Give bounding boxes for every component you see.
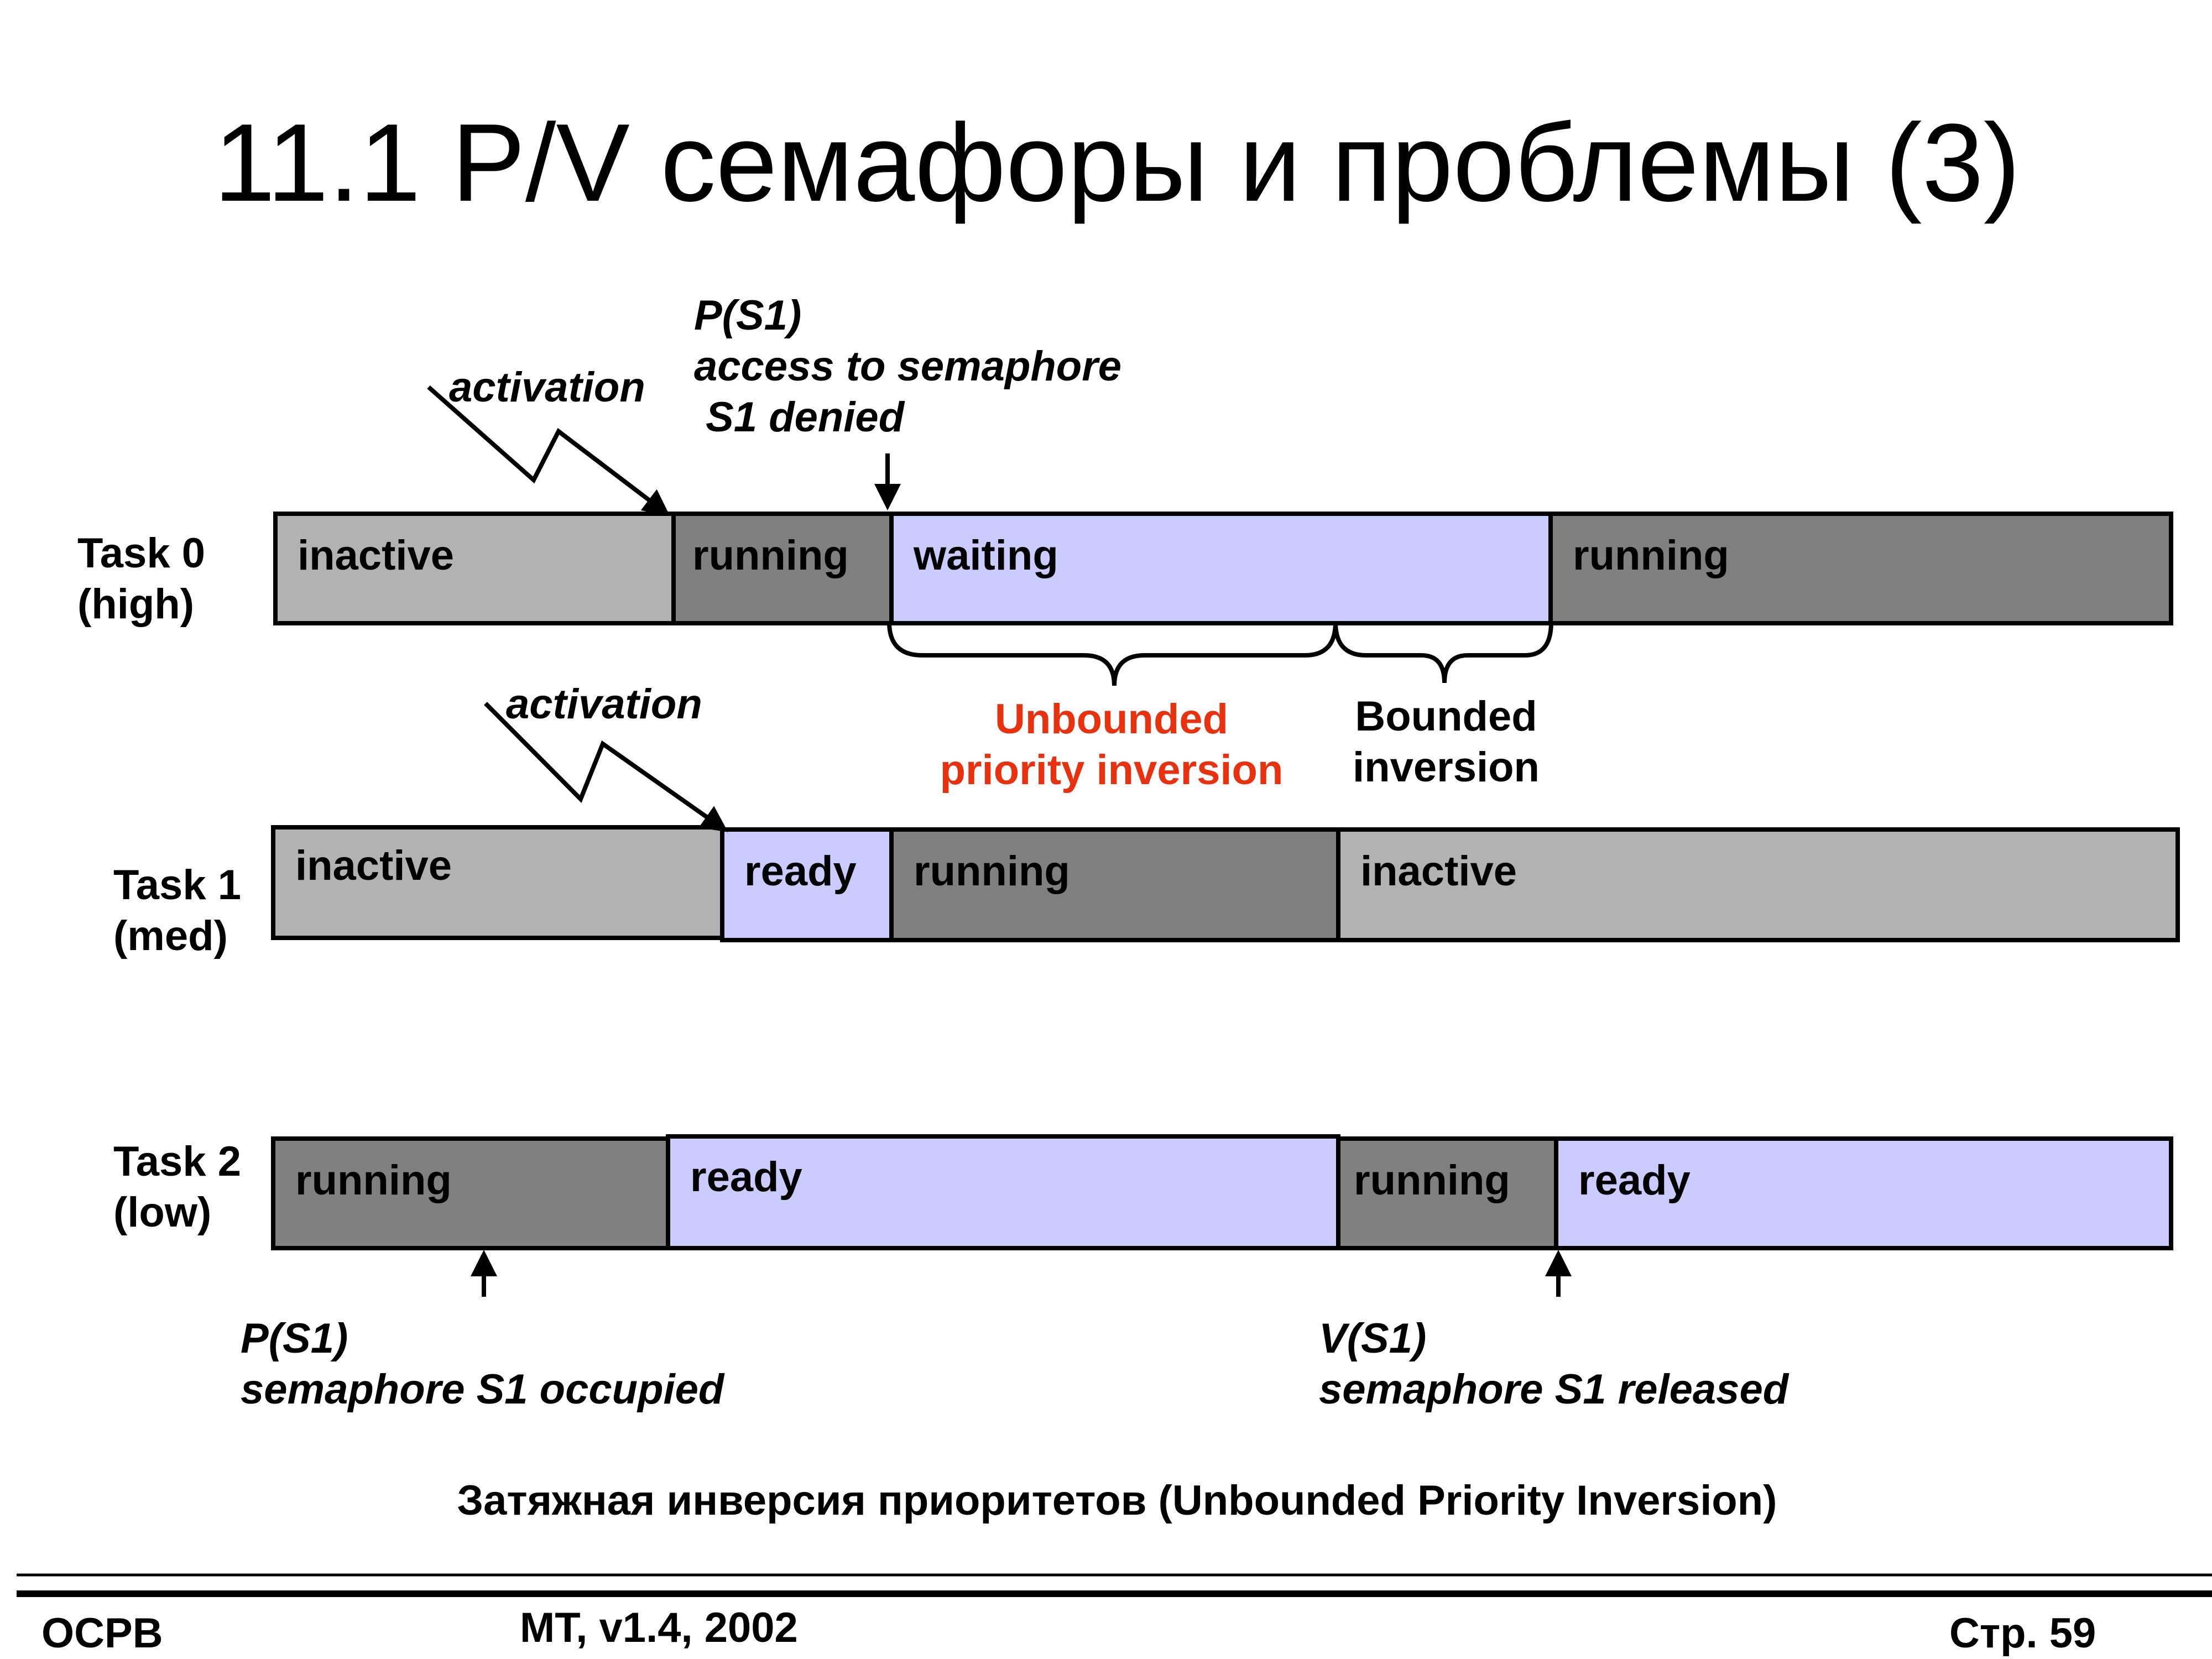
task-0-segment-running: running [671,512,894,625]
footer-center: MT, v1.4, 2002 [520,1604,798,1651]
bounded-line-2: inversion [1353,744,1540,791]
segment-label: running [1573,532,1729,579]
segment-label: ready [744,848,857,895]
task-1-segment-inactive: inactive [271,825,724,940]
segment-label: running [295,1157,452,1204]
segment-label: inactive [298,532,455,579]
task-2-label: Task 2 (low) [113,1136,241,1238]
activation-note-task1: activation [506,681,702,728]
task-1-segment-inactive-2: inactive [1336,827,2180,942]
unbounded-note: Unbounded priority inversion [890,694,1333,796]
footer-left: OCPB [41,1610,163,1657]
v-s1-released-note: V(S1) semaphore S1 released [1319,1313,1788,1415]
segment-label: running [1354,1157,1510,1204]
unbounded-line-1: Unbounded [994,696,1229,743]
bounded-note: Bounded inversion [1335,691,1557,793]
bounded-line-1: Bounded [1355,693,1537,740]
p-s1-occupied-line-2: semaphore S1 occupied [241,1366,724,1413]
task-0-priority: (high) [77,581,195,628]
task-1-segment-running: running [889,827,1340,942]
activation-arrow-task1 [484,702,728,832]
task-0-label: Task 0 (high) [77,528,205,630]
segment-label: inactive [295,842,452,889]
segment-label: ready [690,1154,802,1201]
p-s1-denied-line-1: P(S1) [694,292,802,339]
task-1-name: Task 1 [113,862,241,909]
footer-page-number: Стр. 59 [1949,1610,2096,1657]
task-0-name: Task 0 [77,530,205,577]
segment-label: waiting [914,532,1058,579]
task-2-segment-running: running [271,1136,670,1250]
v-s1-released-line-2: semaphore S1 released [1319,1366,1789,1413]
segment-label: running [914,848,1070,895]
task-1-priority: (med) [113,912,228,959]
task-2-segment-ready-2: ready [1554,1136,2173,1250]
segment-label: running [692,532,849,579]
activation-arrow-task0 [427,385,670,516]
unbounded-brace [887,622,1338,686]
segment-label: ready [1578,1157,1691,1204]
slide-title: 11.1 P/V семафоры и проблемы (3) [213,101,2021,225]
figure-caption: Затяжная инверсия приоритетов (Unbounded… [457,1477,1777,1524]
v-s1-released-line-1: V(S1) [1319,1315,1427,1362]
task-0-segment-waiting: waiting [889,512,1553,625]
bounded-brace [1333,622,1553,684]
task-2-segment-ready: ready [666,1134,1340,1250]
task-2-name: Task 2 [113,1138,241,1185]
task-0-segment-running-2: running [1548,512,2173,625]
p-s1-denied-note: P(S1) access to semaphore S1 denied [694,290,1121,443]
p-s1-denied-line-2: access to semaphore [694,343,1122,390]
task-1-label: Task 1 (med) [113,860,241,962]
p-s1-occupied-line-1: P(S1) [241,1315,348,1362]
unbounded-line-2: priority inversion [940,747,1284,794]
task-2-priority: (low) [113,1189,212,1236]
p-s1-denied-line-3: S1 denied [694,394,905,441]
task-2-segment-running-2: running [1336,1136,1558,1250]
p-s1-occupied-note: P(S1) semaphore S1 occupied [241,1313,724,1415]
activation-note-task0: activation [449,364,645,411]
segment-label: inactive [1360,848,1517,895]
